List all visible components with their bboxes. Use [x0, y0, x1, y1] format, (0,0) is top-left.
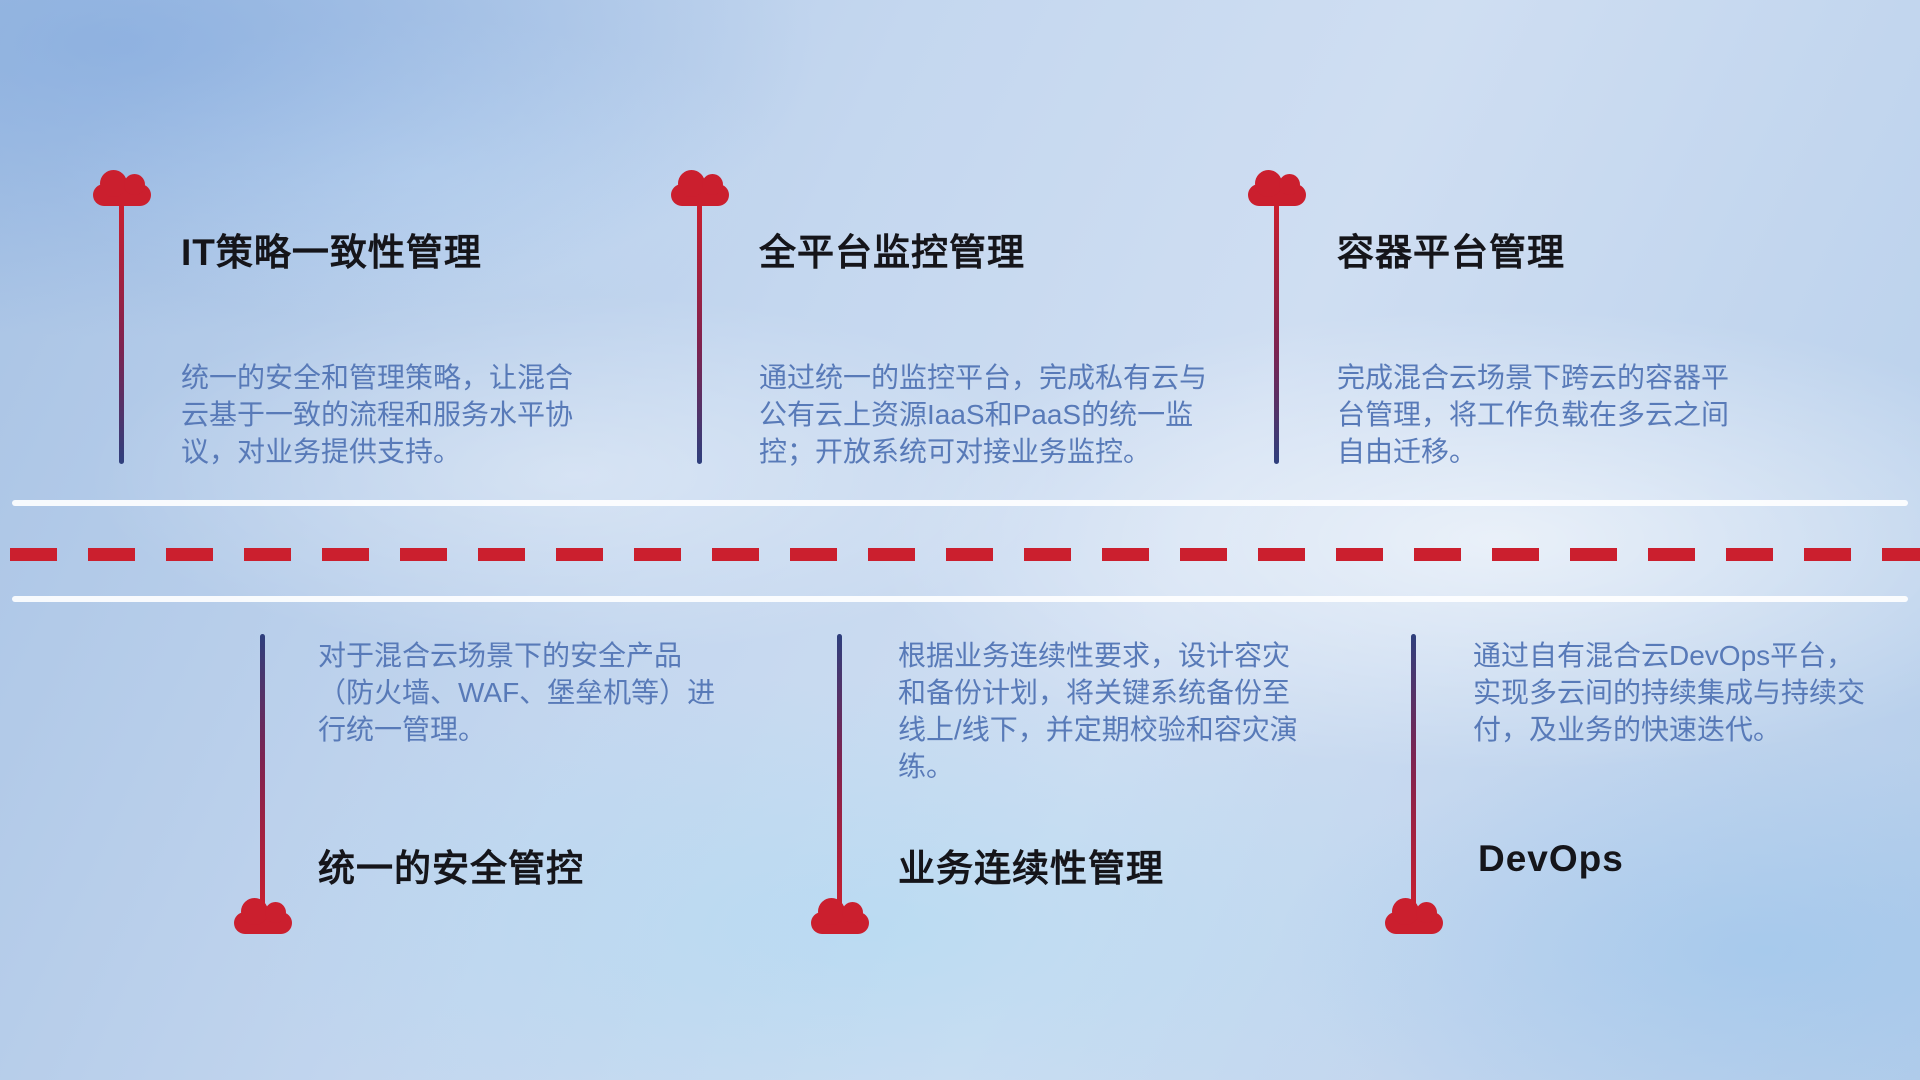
cloud-icon: [234, 898, 292, 934]
connector-line: [260, 634, 265, 914]
cloud-icon: [93, 170, 151, 206]
feature-description: 通过统一的监控平台，完成私有云与公有云上资源IaaS和PaaS的统一监控；开放系…: [759, 362, 1208, 467]
feature-description: 根据业务连续性要求，设计容灾和备份计划，将关键系统备份至线上/线下，并定期校验和…: [898, 640, 1298, 782]
cloud-icon: [811, 898, 869, 934]
feature-title: 容器平台管理: [1337, 232, 1565, 273]
connector-line: [697, 204, 702, 464]
cloud-icon: [1385, 898, 1443, 934]
feature-description: 通过自有混合云DevOps平台，实现多云间的持续集成与持续交付，及业务的快速迭代…: [1473, 640, 1866, 745]
road-edge-line-bottom: [12, 596, 1908, 602]
feature-description: 对于混合云场景下的安全产品（防火墙、WAF、堡垒机等）进行统一管理。: [318, 640, 716, 745]
cloud-icon: [1248, 170, 1306, 206]
road-edge-line-top: [12, 500, 1908, 506]
feature-description: 统一的安全和管理策略，让混合云基于一致的流程和服务水平协议，对业务提供支持。: [181, 362, 574, 467]
connector-line: [1274, 204, 1279, 464]
cloud-icon: [671, 170, 729, 206]
feature-title: 全平台监控管理: [759, 232, 1025, 273]
connector-line: [837, 634, 842, 914]
feature-description: 完成混合云场景下跨云的容器平台管理，将工作负载在多云之间自由迁移。: [1337, 362, 1730, 467]
connector-line: [119, 204, 124, 464]
feature-title: IT策略一致性管理: [181, 232, 482, 273]
road-center-dashed-line: [10, 548, 1920, 561]
feature-title: 业务连续性管理: [898, 848, 1164, 889]
feature-title: 统一的安全管控: [318, 848, 584, 889]
connector-line: [1411, 634, 1416, 914]
feature-title: DevOps: [1478, 838, 1624, 879]
